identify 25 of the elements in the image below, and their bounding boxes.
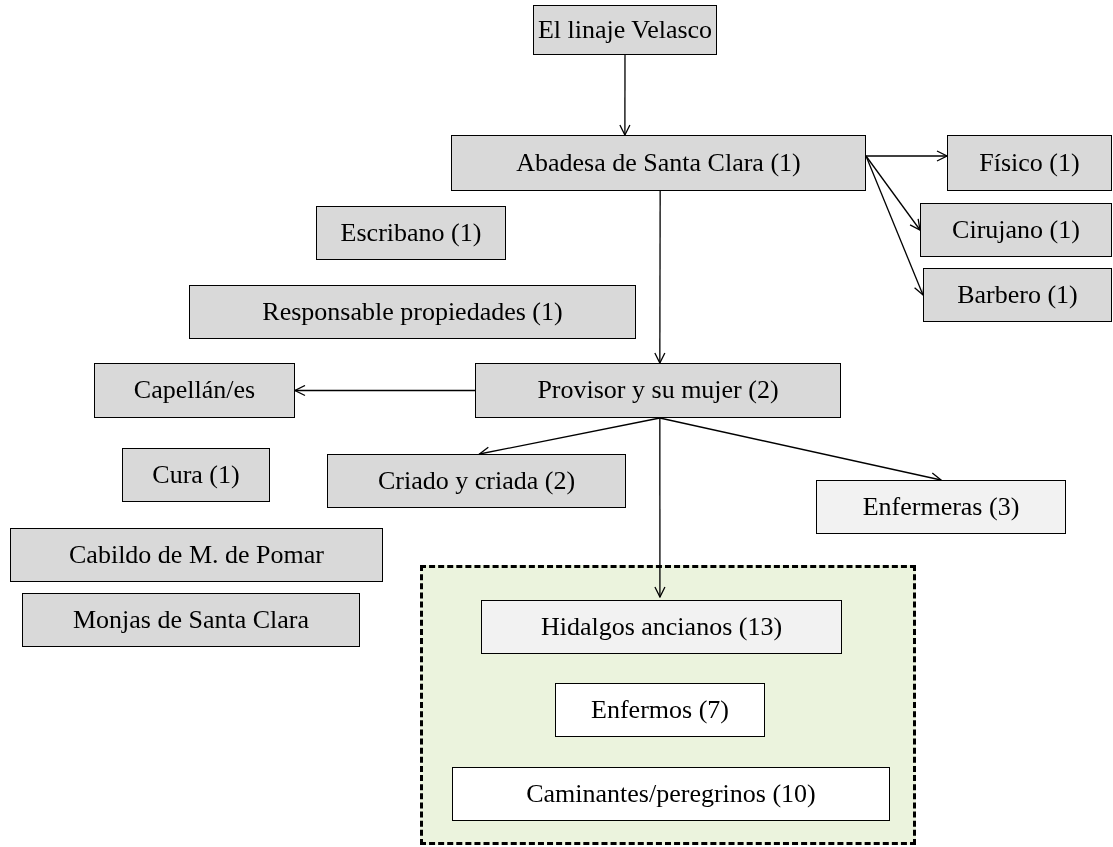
role-box: Cura (1) (122, 448, 270, 502)
role-box: Abadesa de Santa Clara (1) (451, 135, 866, 191)
role-box: Caminantes/peregrinos (10) (452, 767, 890, 821)
arrow (654, 417, 666, 598)
role-box: El linaje Velasco (533, 5, 717, 55)
arrow (865, 155, 921, 231)
role-box: Criado y criada (2) (327, 454, 626, 508)
arrow (294, 384, 476, 397)
role-box: Provisor y su mujer (2) (475, 363, 841, 418)
arrow (865, 150, 948, 162)
role-box: Enfermos (7) (555, 683, 765, 737)
role-box: Escribano (1) (316, 206, 506, 260)
group-panel (420, 565, 916, 845)
arrow (865, 155, 925, 296)
role-box: Hidalgos ancianos (13) (481, 600, 842, 654)
arrow (619, 54, 631, 136)
role-box: Físico (1) (947, 135, 1112, 191)
role-box: Cirujano (1) (920, 203, 1112, 257)
role-box: Barbero (1) (923, 268, 1112, 322)
role-box: Cabildo de M. de Pomar (10, 528, 383, 582)
role-box: Monjas de Santa Clara (22, 593, 360, 647)
role-box: Responsable propiedades (1) (189, 285, 636, 339)
role-box: Enfermeras (3) (816, 480, 1066, 534)
role-box: Capellán/es (94, 363, 295, 418)
arrow (654, 190, 666, 364)
